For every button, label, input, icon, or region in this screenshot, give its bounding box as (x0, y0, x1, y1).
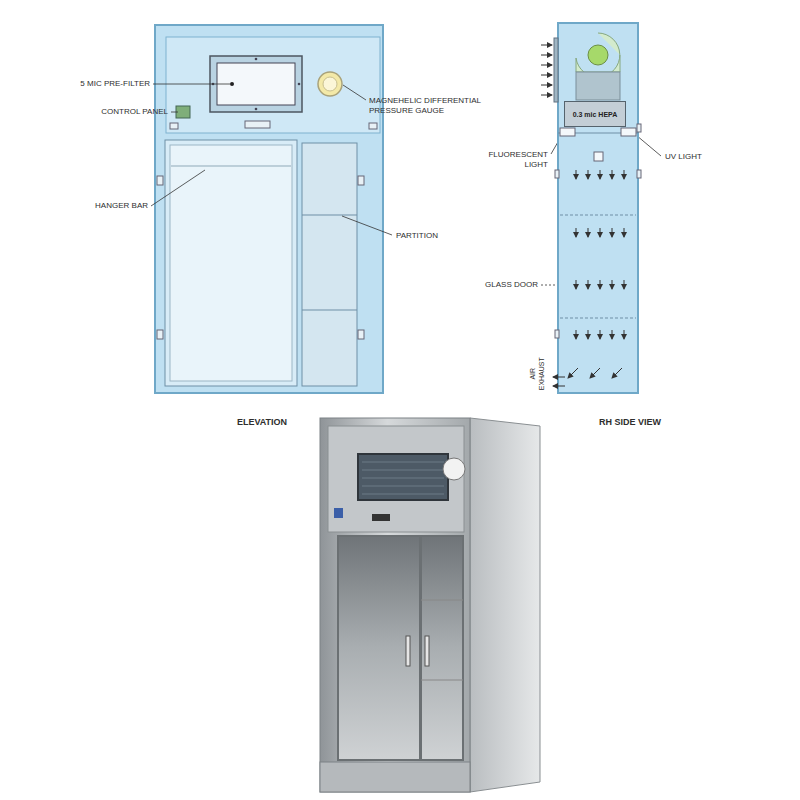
airflow-arrows (576, 170, 624, 179)
leader-line (343, 85, 366, 100)
elevation-view (155, 25, 383, 393)
part-label: MAGNEHELIC DIFFERENTIAL PRESSURE GAUGE (369, 96, 497, 116)
arrow (553, 377, 565, 378)
inlet-arrows (541, 45, 552, 95)
hinge (157, 330, 163, 339)
door-glass (170, 145, 292, 381)
filter-mesh (362, 462, 444, 494)
uv-light (621, 128, 636, 136)
indicator (170, 123, 178, 129)
shelf (421, 680, 463, 681)
leader-line (171, 112, 178, 113)
partition-column (302, 143, 357, 386)
part-label: AIR EXHAUST (529, 356, 547, 392)
part-label: 5 MIC PRE-FILTER (80, 79, 150, 89)
part-label: UV LIGHT (665, 152, 702, 162)
latch (637, 124, 641, 132)
indicator (369, 123, 377, 129)
arrow (541, 85, 552, 86)
fluorescent-light (560, 128, 575, 136)
view-caption: RH SIDE VIEW (599, 417, 661, 428)
hanger-hook (594, 152, 603, 161)
gauge-dial (323, 77, 337, 91)
prefilter-screen (358, 454, 448, 500)
shelf (421, 600, 463, 601)
top-panel (328, 426, 464, 532)
cabinet-side (470, 418, 540, 792)
partition-shelf (302, 310, 357, 311)
door-handle (406, 636, 410, 666)
shelf-line (560, 215, 636, 216)
part-label: HANGER BAR (95, 201, 148, 211)
handle (245, 121, 270, 128)
arrow (612, 368, 622, 378)
glass-door (338, 536, 420, 760)
glass-door (421, 536, 463, 760)
part-label: PARTITION (396, 231, 438, 241)
screw (230, 82, 234, 86)
arrow (541, 75, 552, 76)
pressure-gauge (443, 458, 465, 480)
hinge (555, 170, 559, 178)
part-label: FLUORESCENT LIGHT (478, 150, 548, 170)
door-handle (425, 636, 429, 666)
plenum (576, 72, 620, 100)
arrow (541, 45, 552, 46)
screw (255, 108, 258, 111)
shelf-line (560, 318, 636, 319)
leader-line (541, 285, 557, 286)
part-label: GLASS DOOR (485, 280, 538, 290)
leader-line (153, 84, 230, 85)
control-panel (176, 106, 190, 118)
airflow-arrows (576, 330, 624, 339)
arrow (568, 368, 578, 378)
leader-line (342, 216, 392, 235)
filter-label: 0.3 mic HEPA (573, 111, 618, 118)
hinge (358, 330, 364, 339)
cabinet-outline (558, 23, 638, 393)
door (165, 140, 297, 386)
hinge (157, 176, 163, 185)
cabinet-photo (320, 418, 540, 792)
cabinet-front (320, 418, 470, 792)
leader-line (636, 135, 661, 156)
latch (637, 170, 641, 178)
control-panel (334, 508, 343, 518)
prefilter (554, 38, 558, 102)
top-panel (166, 37, 380, 133)
leader-line (151, 170, 205, 206)
side-view (541, 23, 641, 393)
hanger-bar (171, 166, 291, 167)
partition-shelf (302, 215, 357, 216)
cabinet-outline (155, 25, 383, 393)
arrow (553, 386, 565, 387)
hinge (358, 176, 364, 185)
arrow (541, 55, 552, 56)
pressure-gauge (318, 72, 342, 96)
blower-wheel (588, 45, 608, 65)
arrow (590, 368, 600, 378)
screw (255, 58, 258, 61)
part-label: CONTROL PANEL (101, 107, 168, 117)
blower-housing (576, 33, 620, 77)
screw (298, 83, 301, 86)
view-caption: ELEVATION (237, 417, 287, 428)
exhaust-arrows (553, 368, 622, 386)
handle (372, 514, 390, 521)
cabinet-base (320, 762, 470, 792)
arrow (541, 65, 552, 66)
airflow-arrows (576, 280, 624, 289)
arrow (541, 95, 552, 96)
airflow-arrows (576, 228, 624, 237)
hinge (555, 330, 559, 338)
filter-box: 0.3 mic HEPA (564, 101, 626, 127)
